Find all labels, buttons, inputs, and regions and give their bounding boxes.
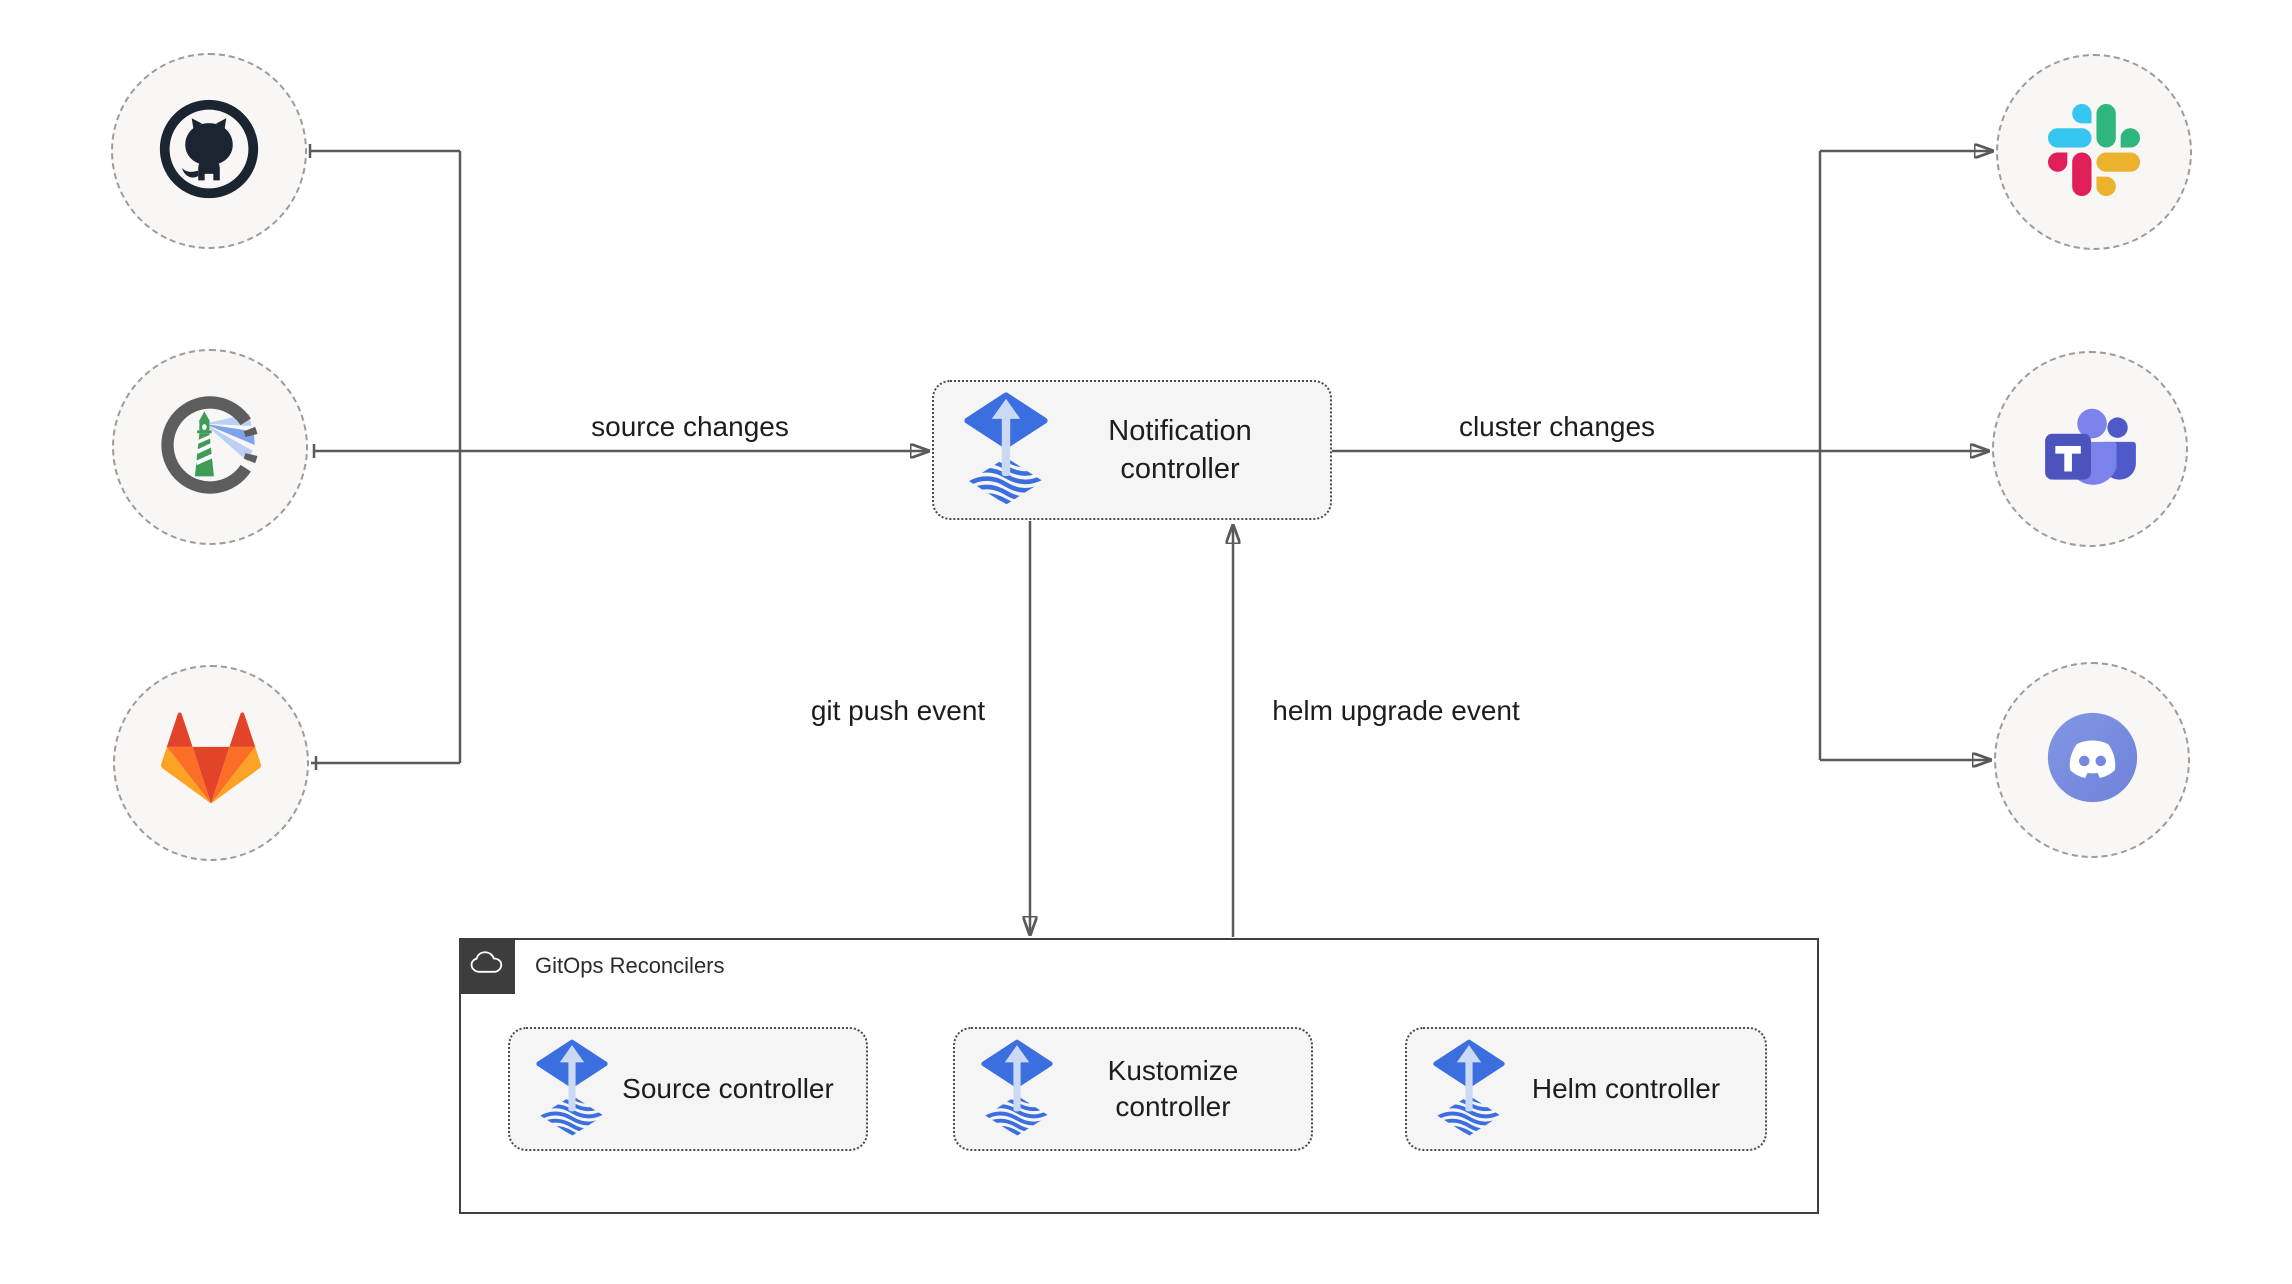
harbor-icon <box>154 389 266 506</box>
cloud-icon <box>468 950 506 982</box>
edge-label-git-push-event: git push event <box>810 695 986 726</box>
flux-icon <box>981 1035 1053 1143</box>
discord-icon <box>2044 709 2141 811</box>
github-node <box>111 53 307 249</box>
kustomize-controller-label: Kustomize controller <box>1107 1055 1239 1122</box>
flux-icon <box>536 1035 608 1143</box>
flux-icon <box>964 387 1048 513</box>
source-controller-label: Source controller <box>622 1073 834 1104</box>
edge-label-helm-upgrade-event: helm upgrade event <box>1272 695 1520 726</box>
slack-node <box>1996 54 2192 250</box>
edge-label-cluster-changes: cluster changes <box>1458 411 1656 442</box>
discord-node <box>1994 662 2190 858</box>
kustomize-controller-node: Kustomize controller <box>953 1027 1313 1151</box>
gitlab-node <box>113 665 309 861</box>
helm-controller-label: Helm controller <box>1531 1073 1721 1104</box>
harbor-node <box>112 349 308 545</box>
source-controller-node: Source controller <box>508 1027 868 1151</box>
edge-label-source-changes: source changes <box>591 411 789 442</box>
gitlab-icon <box>158 711 264 816</box>
teams-icon <box>2039 396 2141 503</box>
notification-controller-label: Notification controller <box>1108 415 1252 485</box>
teams-node <box>1992 351 2188 547</box>
group-title: GitOps Reconcilers <box>535 953 725 978</box>
notification-controller-node: Notification controller <box>932 380 1332 520</box>
cloud-badge <box>458 937 515 994</box>
slack-icon <box>2048 104 2140 201</box>
helm-controller-node: Helm controller <box>1405 1027 1767 1151</box>
github-icon <box>155 95 263 208</box>
flux-icon <box>1433 1035 1505 1143</box>
